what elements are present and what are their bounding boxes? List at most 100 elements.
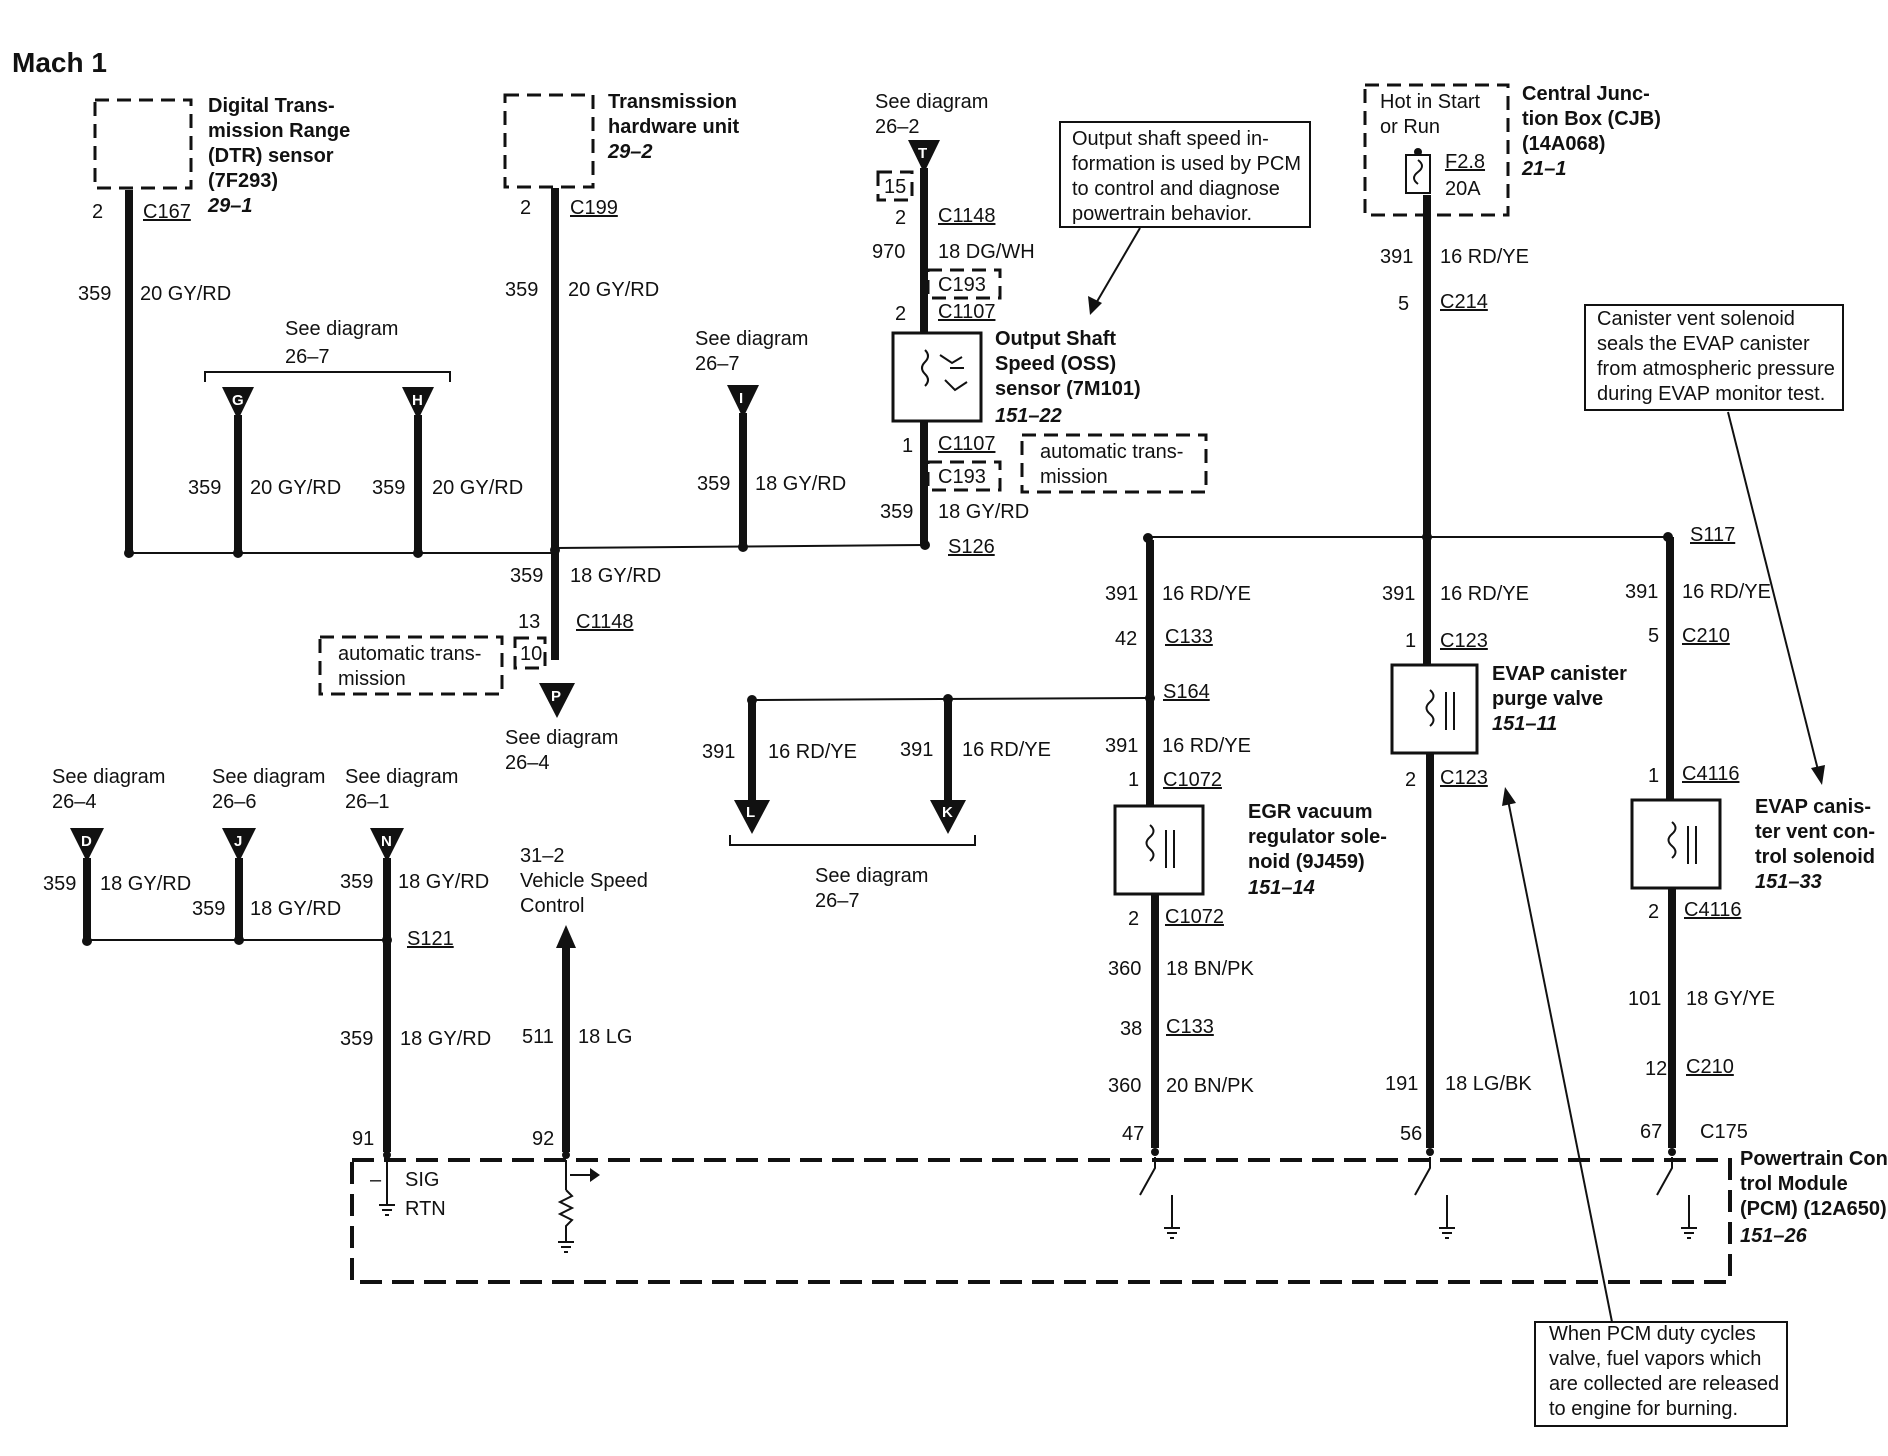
vent-coil-icon [1667,821,1677,859]
egr-connector-2: C1072 [1163,769,1222,791]
thu-connector: C199 [570,197,618,219]
vsc-resistor-icon [557,1189,575,1242]
egr-pin-3: 2 [1128,908,1139,930]
see-diagram-d-ref: 26–4 [52,791,97,813]
j-circuit: 359 [192,898,225,920]
t-pin-box-label: 15 [884,176,906,198]
purge-pin-1: 1 [1405,630,1416,652]
c175-label: C175 [1700,1121,1748,1143]
see-diagram-t: See diagram [875,91,988,113]
vsc-circuit: 511 [522,1026,554,1048]
egr-pcm-pin: 47 [1122,1123,1144,1145]
h-circuit: 359 [372,477,405,499]
oss-circuit: 359 [880,501,913,523]
vent-connector-1: C210 [1682,625,1730,647]
see-diagram-n-ref: 26–1 [345,791,390,813]
egr-pin-1: 42 [1115,628,1137,650]
egr-solenoid-box [1113,804,1205,896]
see-diagram-j: See diagram [212,766,325,788]
vsc-ground-icon [558,1241,574,1253]
egr-ground-icon [1164,1195,1180,1239]
oss-sensor-box [891,331,983,423]
s117-label: S117 [1690,524,1735,546]
purge-ref: 151–11 [1492,713,1557,735]
s164-label: S164 [1163,681,1210,703]
oss-magnet-icon [939,354,968,392]
pcm-pin-56 [1426,1148,1434,1156]
vent-label: EVAP canis-ter vent con-trol solenoid [1755,796,1875,868]
fuse-element-icon [1413,159,1423,185]
flag-j [222,828,256,862]
c193-bot-box [926,460,1002,492]
oss-note-arrow [1094,227,1141,306]
splice-d [82,936,92,946]
purge-valve-box [1390,663,1479,755]
t-connector: C1148 [938,205,995,227]
h-wire-color: 20 GY/RD [432,477,523,499]
p-pin-box-label: 10 [520,643,542,665]
auto-trans-box-1 [318,635,504,696]
egr-circuit-4: 360 [1108,1075,1141,1097]
splice-h [413,548,423,558]
vent-connector-2: C4116 [1682,763,1739,785]
p-wire-color: 18 GY/RD [570,565,661,587]
flag-h-letter: H [412,392,423,409]
vent-ref: 151–33 [1755,871,1822,893]
d-circuit: 359 [43,873,76,895]
flag-n [370,828,404,862]
flag-h [402,387,434,420]
see-diagram-p: See diagram [505,727,618,749]
egr-wire-color-2: 16 RD/YE [1162,735,1251,757]
fuse-amps: 20A [1445,178,1481,200]
purge-connector-1: C123 [1440,630,1488,652]
egr-pin-4: 38 [1120,1018,1142,1040]
flag-g [222,387,254,420]
flag-p-letter: P [551,688,561,705]
oss-note-arrowhead [1088,296,1102,315]
purge-wire-color-2: 18 LG/BK [1445,1073,1532,1095]
vent-pin-1: 5 [1648,625,1659,647]
splice-s121 [382,935,392,945]
cjb-box [1363,83,1510,217]
thu-pin: 2 [520,197,531,219]
vent-note-arrowhead [1811,765,1825,785]
n-wire-color: 18 GY/RD [398,871,489,893]
pcm-sig: SIG [405,1169,439,1191]
p-pin: 13 [518,611,540,633]
s121-label: S121 [407,928,454,950]
vsc-ref: 31–2 [520,845,565,867]
egr-circuit-3: 360 [1108,958,1141,980]
thu-circuit: 359 [505,279,538,301]
c193-bot: C193 [938,466,986,488]
l-circuit: 391 [702,741,735,763]
t-wire-color: 18 DG/WH [938,241,1035,263]
purge-connector-2: C123 [1440,767,1488,789]
vent-pin-4: 12 [1645,1058,1667,1080]
p-connector: C1148 [576,611,633,633]
oss-pin-bot: 1 [902,435,913,457]
vsc-wire-color: 18 LG [578,1026,632,1048]
g-circuit: 359 [188,477,221,499]
j-wire-color: 18 GY/RD [250,898,341,920]
splice-dtr [124,548,134,558]
vent-note-box [1584,304,1844,411]
purge-circuit-2: 191 [1385,1073,1418,1095]
egr-circuit-1: 391 [1105,583,1138,605]
purge-note-arrow [1507,799,1613,1323]
flag-i-letter: I [739,390,743,407]
egr-wire-color-1: 16 RD/YE [1162,583,1251,605]
splice-i [738,542,748,552]
lk-bracket [729,835,976,846]
splice-g [233,548,243,558]
splice-j [234,935,244,945]
sig-pcm-pin: 91 [352,1128,374,1150]
l-wire-color: 16 RD/YE [768,741,857,763]
purge-note-box [1534,1321,1788,1427]
vent-solenoid-box [1630,798,1722,890]
pcm-label: Powertrain Con-trol Module(PCM) (12A650) [1740,1148,1888,1220]
cjb-ref: 21–1 [1521,158,1567,180]
